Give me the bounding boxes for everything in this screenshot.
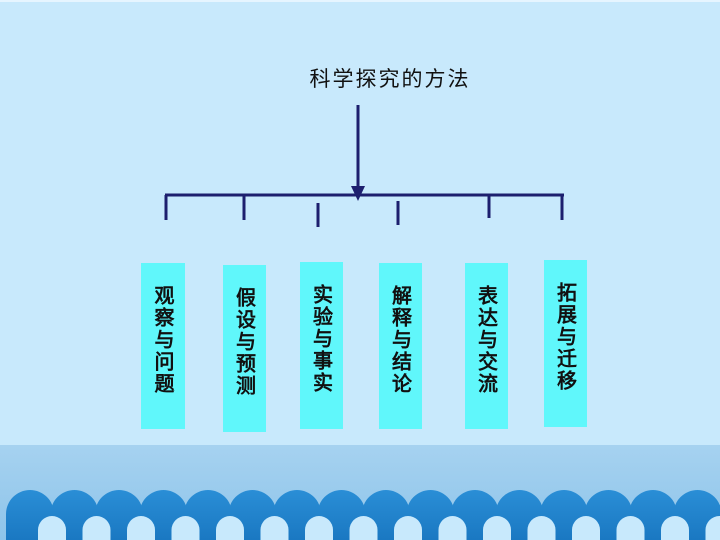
diagram-title: 科学探究的方法: [309, 67, 471, 91]
wave-gap: [127, 516, 155, 540]
wave-gap: [616, 516, 645, 540]
step-label: 拓展与迁移: [553, 282, 578, 392]
wave-gap: [527, 516, 556, 540]
step-label: 实验与事实: [309, 284, 334, 394]
wave-gap: [305, 516, 333, 540]
step-box-extend: 拓展与迁移: [544, 260, 587, 427]
step-box-experiment: 实验与事实: [300, 262, 343, 429]
wave-gap: [349, 516, 378, 540]
step-label: 假设与预测: [232, 287, 257, 397]
step-label: 表达与交流: [474, 285, 499, 395]
wave-gap: [661, 516, 689, 540]
step-box-observe: 观察与问题: [141, 263, 185, 429]
step-box-conclusion: 解释与结论: [379, 263, 422, 429]
wave-gap: [260, 516, 289, 540]
step-box-hypothesis: 假设与预测: [223, 265, 266, 432]
wave-gap: [82, 516, 111, 540]
step-label: 解释与结论: [388, 285, 413, 395]
wave-gap: [38, 516, 66, 540]
wave-gap: [171, 516, 200, 540]
wave-gap: [483, 516, 511, 540]
step-label: 观察与问题: [151, 285, 175, 395]
wave-gap: [394, 516, 422, 540]
top-border: [0, 0, 720, 2]
wave-decoration: [6, 490, 720, 540]
wave-gap: [705, 516, 720, 540]
wave-gap: [216, 516, 244, 540]
step-box-communicate: 表达与交流: [465, 263, 508, 429]
connector-lines: [164, 105, 564, 227]
wave-gap: [572, 516, 600, 540]
arrow-head: [351, 186, 365, 201]
wave-gap: [438, 516, 467, 540]
